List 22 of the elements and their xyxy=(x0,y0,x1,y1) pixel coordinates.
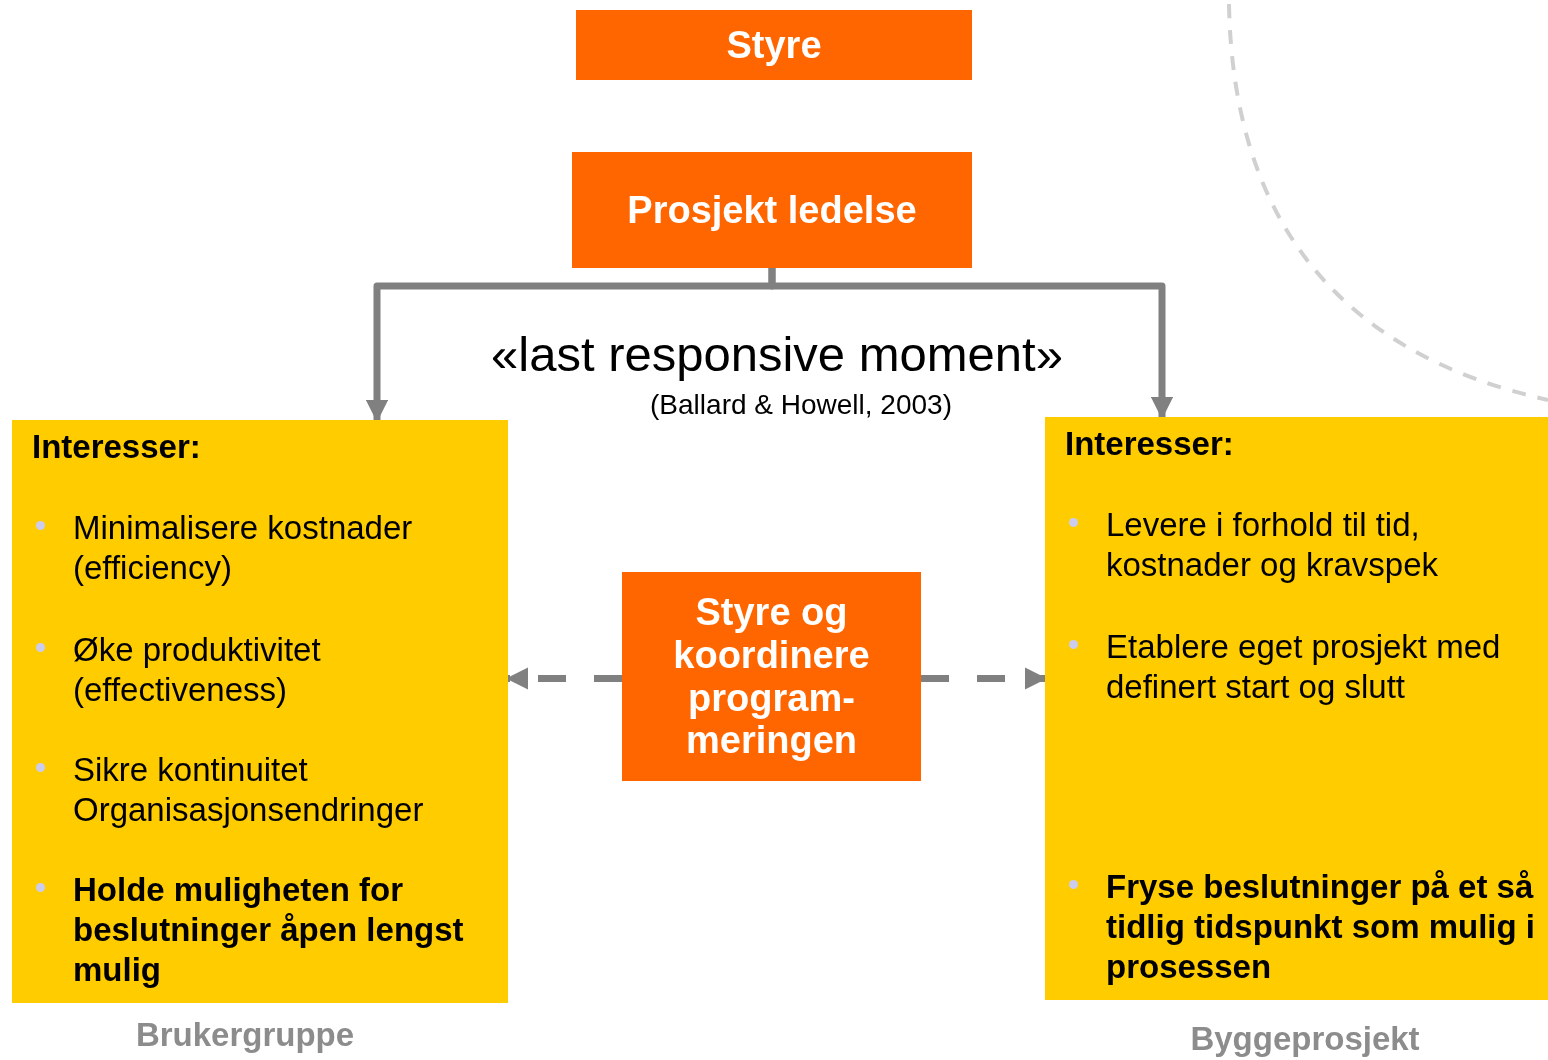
bullet-text: Holde muligheten for beslutninger åpen lengst mulig xyxy=(73,870,465,990)
arrow xyxy=(768,268,1174,420)
panel-heading: Interesser: xyxy=(1065,425,1234,463)
bullet-text: Sikre kontinuitet Organisasjonsendringer xyxy=(73,750,425,830)
bullet-text: Fryse beslutninger på et så tidlig tidspunkt som mulig i prosessen xyxy=(1106,867,1536,987)
bullet-text: Levere i forhold til tid, kostnader og kravspek xyxy=(1106,505,1439,585)
quote-text: «last responsive moment» xyxy=(491,326,1063,382)
bullet-text: Minimalisere kostnader (efficiency) xyxy=(73,508,414,588)
box-label: Prosjekt ledelse xyxy=(627,188,917,232)
bullet-text: Øke produktivitet (effectiveness) xyxy=(73,630,322,710)
group-caption: Brukergruppe xyxy=(135,1016,355,1054)
group-caption: Byggeprosjekt xyxy=(1190,1020,1420,1058)
bullet-text: Etablere eget prosjekt med definert start og slutt xyxy=(1106,627,1502,707)
box-label: Styre og koordinere program- meringen xyxy=(672,591,871,762)
interest-panel xyxy=(12,420,508,1003)
box-label: Styre xyxy=(726,23,822,67)
panel-heading: Interesser: xyxy=(32,428,201,466)
citation-text: (Ballard & Howell, 2003) xyxy=(650,389,952,421)
process-box xyxy=(576,10,972,80)
process-box xyxy=(572,152,972,268)
interest-panel xyxy=(1045,417,1548,1000)
process-box xyxy=(622,572,921,781)
